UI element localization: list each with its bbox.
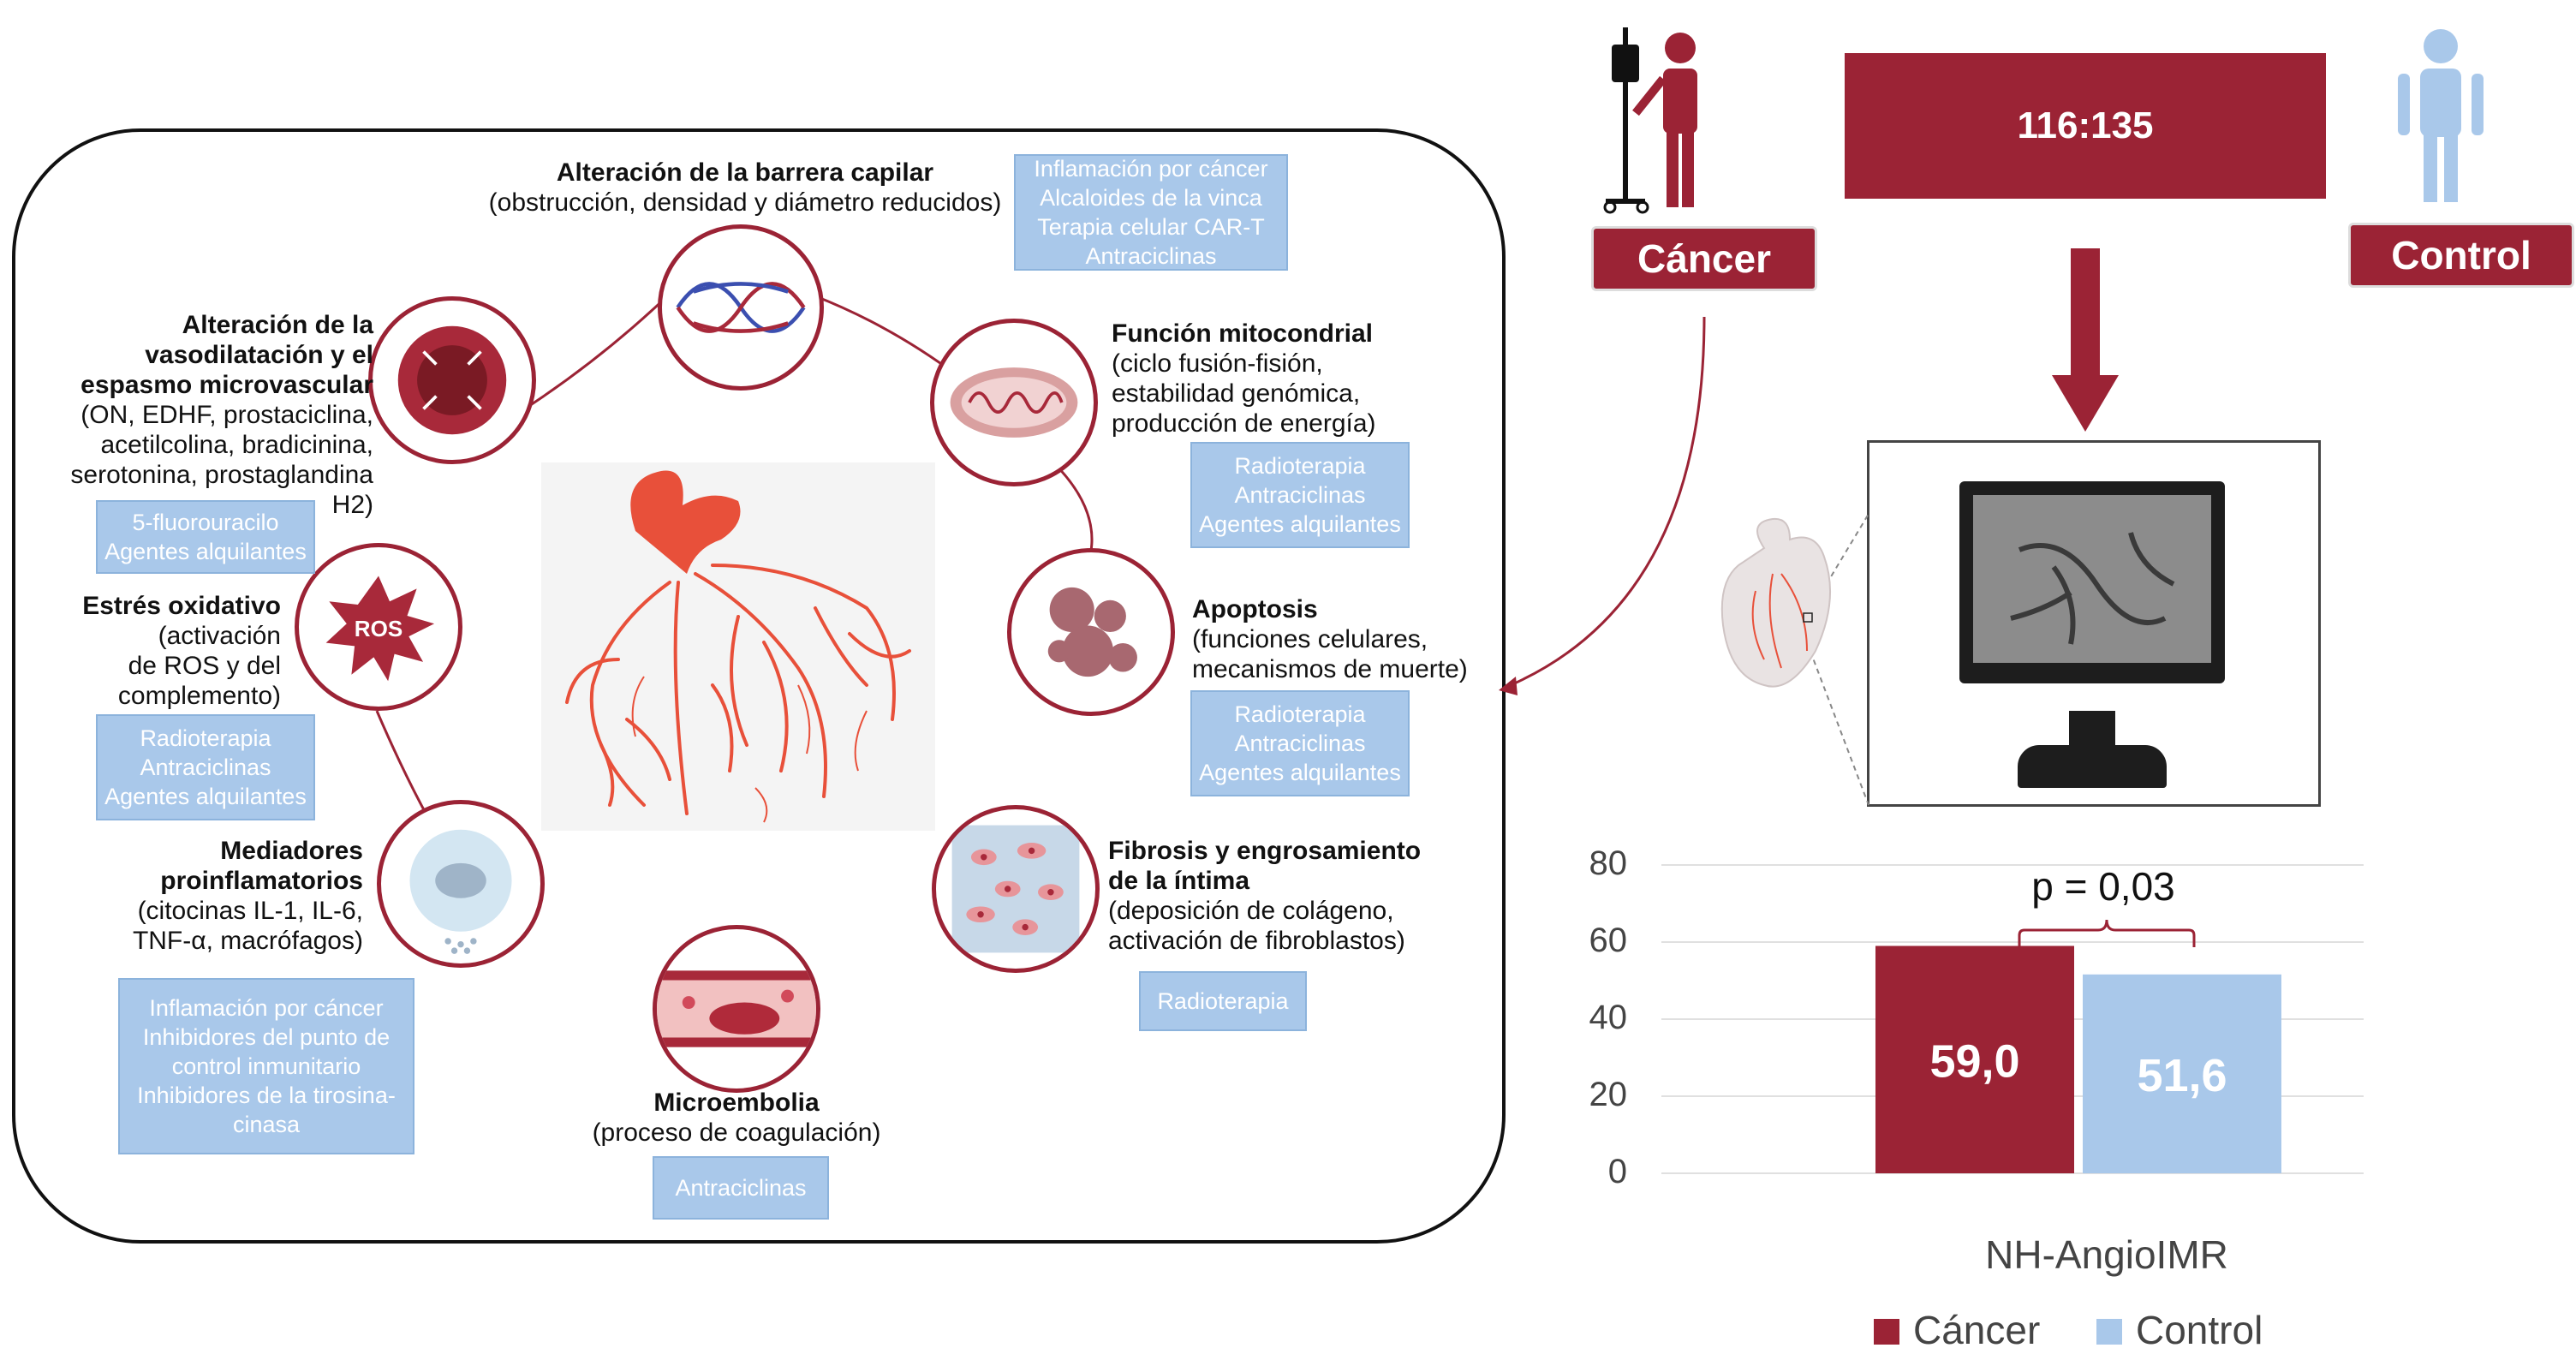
y-tick-40: 40 [1589, 999, 1628, 1036]
down-arrow [2052, 248, 2119, 432]
heart-small-icon [1720, 517, 1832, 688]
legend-label-cancer: Cáncer [1913, 1308, 2041, 1352]
agents-microembolism: Antraciclinas [653, 1156, 829, 1220]
microembolism-icon [653, 925, 820, 1093]
monitor-stand [2069, 711, 2115, 745]
label-capillary: Alteración de la barrera capilar(obstruc… [488, 158, 1002, 217]
bar-value-label-1: 51,6 [2137, 1050, 2227, 1101]
bar-value-label-0: 59,0 [1929, 1035, 2019, 1087]
chart-bars: 59,0 51,6 [1875, 945, 2281, 1173]
y-tick-60: 60 [1589, 922, 1628, 959]
legend-swatch-cancer [1874, 1319, 1899, 1345]
x-axis-label: NH-AngioIMR [1985, 1232, 2228, 1277]
control-person-icon [2398, 29, 2484, 202]
legend-label-control: Control [2136, 1308, 2263, 1352]
monitor-icon [1959, 481, 2225, 683]
y-tick-80: 80 [1589, 844, 1628, 882]
control-tag: Control [2348, 223, 2574, 288]
bar-chart: 59,0 51,6 [1661, 864, 2364, 1174]
heart-image [541, 462, 935, 831]
cancer-tag: Cáncer [1591, 226, 1817, 291]
monitor-base [2018, 745, 2167, 788]
cancer-patient-icon [1603, 27, 1697, 214]
label-microembolism: Microembolia(proceso de coagulación) [592, 1089, 881, 1147]
capillary-icon [658, 224, 824, 391]
inflammatory-cell-icon [377, 800, 545, 968]
label-mitochondria: Función mitocondrial(ciclo fusión-fisión… [1112, 319, 1376, 438]
bar-control [2083, 974, 2281, 1173]
apoptosis-icon [1007, 548, 1175, 716]
p-value-annotation: p = 0,03 [2031, 864, 2175, 909]
ros-icon: ROS [295, 543, 462, 711]
fibrosis-icon [932, 805, 1100, 973]
svg-text:ROS: ROS [355, 616, 402, 641]
vessel-spasm-icon [368, 296, 536, 464]
coronary-heart-icon [565, 470, 911, 823]
label-apoptosis: Apoptosis(funciones celulares,mecanismos… [1192, 595, 1468, 683]
cohort-ratio-box: 116:135 [1845, 53, 2326, 199]
y-tick-20: 20 [1589, 1076, 1628, 1113]
cancer-arrow [1499, 316, 1706, 695]
bar-cncer [1875, 945, 2074, 1173]
legend-swatch-control [2096, 1319, 2122, 1345]
mitochondria-icon [930, 319, 1098, 486]
significance-bracket [2018, 919, 2196, 947]
agents-fibrosis: Radioterapia [1139, 971, 1307, 1031]
y-tick-0: 0 [1607, 1153, 1627, 1190]
mechanisms-panel [12, 128, 1506, 1244]
angiography-frame [1867, 440, 2321, 807]
